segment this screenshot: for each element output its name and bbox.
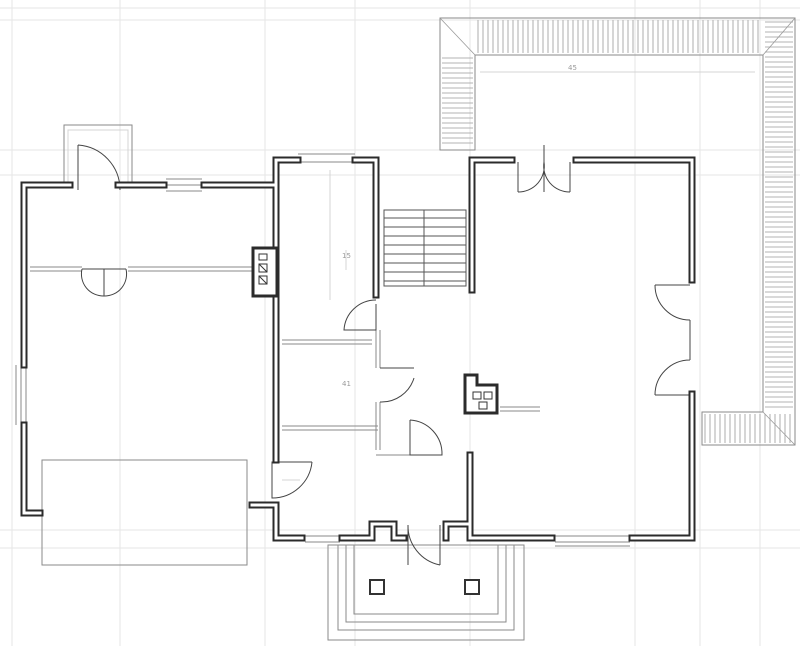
door-swing-garage-left [80,268,105,297]
porch-column-left [369,579,385,595]
door-swing-hall-middle [379,367,415,403]
door-swing-side-exit [271,461,313,499]
terrace-dimension-line: 45 [480,64,755,73]
door-swing-garage-right [103,268,128,297]
exterior-walls [20,156,696,542]
car-outline [41,459,248,566]
terrace-hatched-border [439,17,796,446]
windows [15,153,630,547]
front-porch [327,544,525,641]
left-canopy [63,124,133,185]
door-swing-left-entrance [77,144,121,191]
door-swing-terrace [654,284,691,396]
chimney-center [463,373,499,415]
stair-dimension-label: 15 [342,252,351,260]
interior-partitions: 15 41 [30,170,540,481]
terrace-dimension-label: 45 [568,64,577,72]
door-swing-front-entrance [407,524,441,566]
chimney-left [251,246,279,298]
doors [77,144,691,566]
door-swing-hall-lower [409,419,443,456]
staircase [383,209,467,287]
porch-column-right [464,579,480,595]
door-swing-hall-upper [343,299,377,331]
door-swing-living-top [517,145,571,193]
hall-dimension-label: 41 [342,380,351,388]
